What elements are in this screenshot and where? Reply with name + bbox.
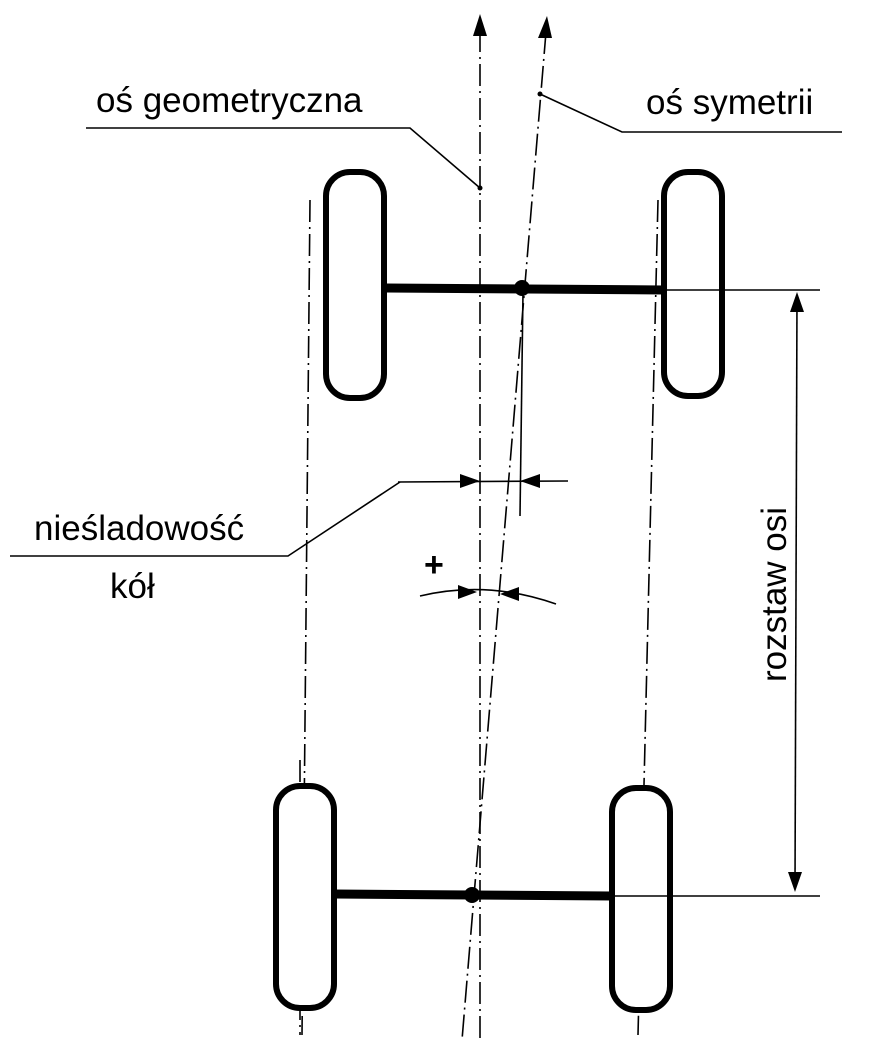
front-axle-center-point: [514, 280, 530, 296]
wheel-offset-leader: [10, 481, 401, 557]
wheelbase-dimension-line: [794, 295, 798, 889]
geometric-axis-leader: [86, 127, 481, 189]
offset-arrow-right: [460, 474, 480, 488]
front-right-wheel: [661, 169, 725, 399]
angle-arrow-right: [458, 585, 477, 599]
wheel-offset-label-line2: kół: [110, 567, 155, 606]
wheelbase-arrow-bottom: [788, 872, 802, 892]
angle-arrow-left: [500, 587, 519, 601]
offset-arrow-left: [520, 474, 540, 488]
symmetry-axis-leader: [539, 93, 842, 133]
rear-left-wheel: [273, 783, 337, 1011]
wheelbase-label: rozstaw osi: [755, 507, 794, 682]
geometric-axis-arrowhead: [473, 14, 487, 36]
symmetry-axis-arrowhead: [538, 16, 552, 38]
front-left-wheel: [323, 169, 387, 401]
symmetry-axis-leader-dot: [537, 91, 543, 97]
plus-sign: +: [424, 546, 444, 584]
rear-right-wheel: [609, 785, 673, 1013]
symmetry-axis-label: oś symetrii: [646, 83, 813, 122]
geometric-axis-label: oś geometryczna: [96, 81, 363, 120]
wheel-offset-label-line1: nieśladowość: [34, 509, 244, 548]
wheelbase-arrow-top: [790, 292, 804, 312]
angle-arc: [419, 588, 557, 605]
offset-dimension-line: [397, 480, 569, 483]
rear-axle-center-point: [464, 887, 480, 903]
offset-reference-line: [519, 291, 524, 517]
geometric-axis-leader-dot: [477, 185, 483, 191]
